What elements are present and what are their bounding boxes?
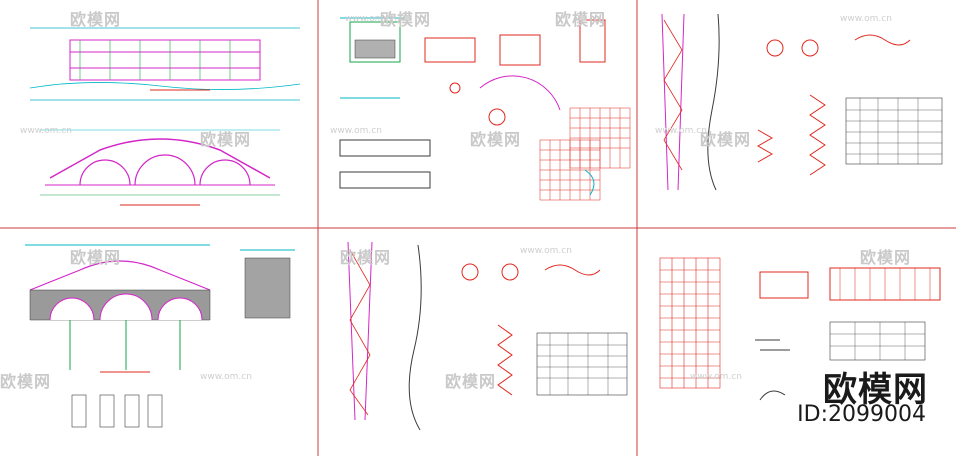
- watermark-logo: 欧模网: [860, 248, 912, 267]
- watermark-url: www.om.cn: [20, 126, 72, 136]
- watermark-logo: 欧模网: [470, 130, 522, 149]
- watermark-url: www.om.cn: [840, 14, 892, 24]
- panel-pier-details: [339, 17, 631, 201]
- panel-pile-rebar: [661, 13, 943, 191]
- watermark-logo: 欧模网: [445, 372, 497, 391]
- panel-arch-detail: [25, 244, 295, 428]
- watermark-url: www.om.cn: [520, 246, 572, 256]
- watermark-logo: 欧模网: [340, 248, 392, 267]
- watermark-logo: 欧模网: [700, 130, 752, 149]
- watermark-url: www.om.cn: [200, 372, 252, 382]
- watermark-logo: 欧模网: [70, 10, 122, 29]
- watermark-url: www.om.cn: [655, 126, 707, 136]
- panel-slab-rebar: [659, 257, 941, 401]
- panel-bridge-elevation: [29, 27, 301, 206]
- watermark-url: www.om.cn: [690, 372, 742, 382]
- brand-id-label: ID:2099004: [797, 402, 926, 427]
- brand-name: 欧模网: [823, 370, 928, 410]
- watermark-logo: 欧模网: [0, 372, 52, 391]
- watermark-logo: 欧模网: [380, 10, 432, 29]
- watermark-logo: 欧模网: [555, 10, 607, 29]
- watermark-logo: 欧模网: [200, 130, 252, 149]
- panel-pile-rebar-2: [347, 241, 628, 431]
- watermark-url: www.om.cn: [330, 126, 382, 136]
- watermark-logo: 欧模网: [70, 248, 122, 267]
- watermark-url: www.om.cn: [345, 14, 397, 24]
